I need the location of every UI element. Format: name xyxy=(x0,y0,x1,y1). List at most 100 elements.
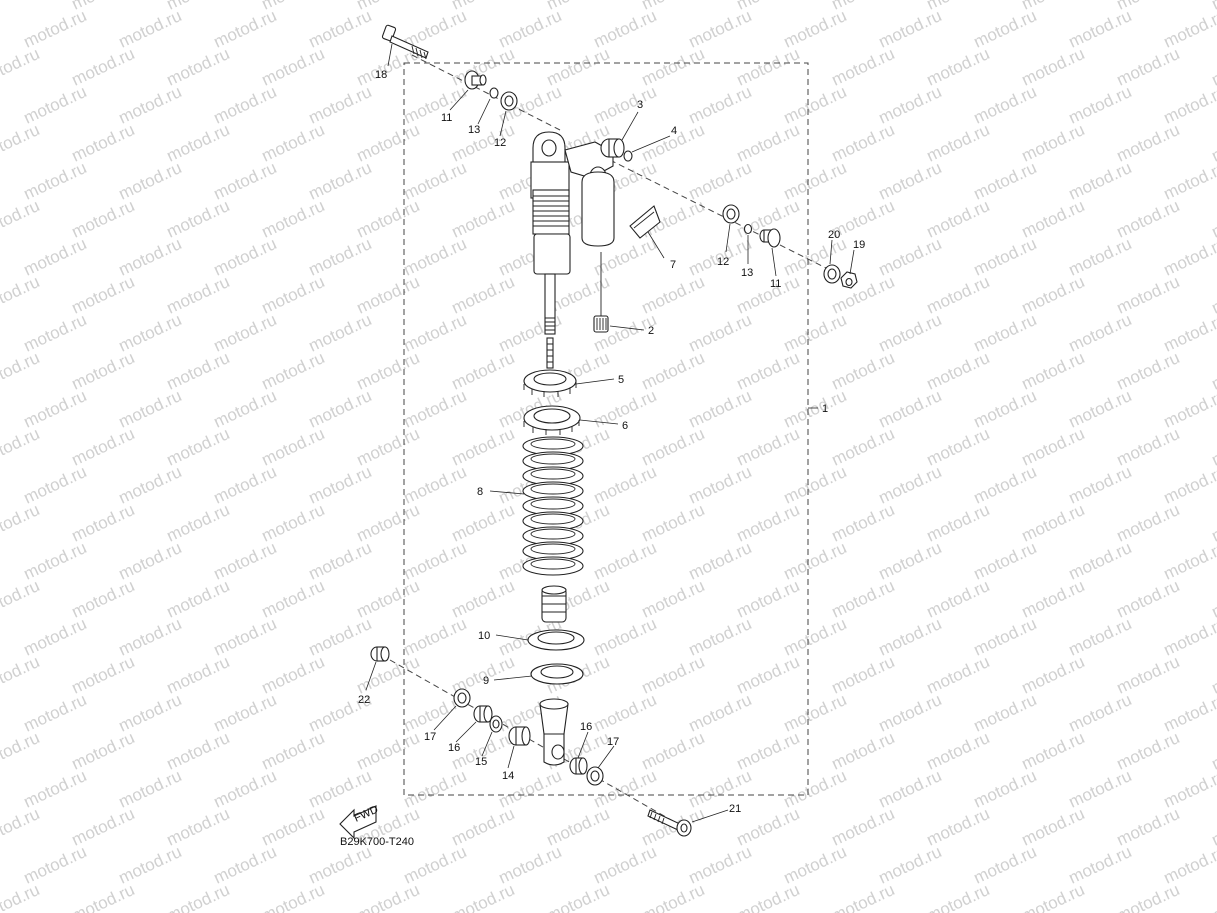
oring-4 xyxy=(623,150,633,162)
oring-13-right xyxy=(743,223,753,235)
callout-8: 8 xyxy=(477,486,483,498)
callout-14: 14 xyxy=(502,770,514,782)
watermark-text: motod.ru xyxy=(1161,614,1217,660)
diagram-code: B29K700-T240 xyxy=(340,836,414,848)
watermark-text: motod.ru xyxy=(1161,842,1217,888)
watermark-text: motod.ru xyxy=(639,880,708,913)
washer-20 xyxy=(823,264,841,284)
spring-coil-inner xyxy=(530,483,576,495)
watermark-text: motod.ru xyxy=(1209,44,1217,90)
callout-7: 7 xyxy=(670,259,676,271)
callout-16-left: 16 xyxy=(448,742,460,754)
watermark-text: motod.ru xyxy=(1209,424,1217,470)
seal-15 xyxy=(489,715,503,733)
watermark-text: motod.ru xyxy=(734,880,803,913)
watermark-text: motod.ru xyxy=(0,880,42,913)
watermark-text: motod.ru xyxy=(1161,386,1217,432)
callout-21: 21 xyxy=(729,803,741,815)
callout-17-left: 17 xyxy=(424,731,436,743)
watermark-text: motod.ru xyxy=(0,424,42,470)
washer-12-upper xyxy=(500,91,518,111)
spring-coil-inner xyxy=(530,513,576,525)
watermark-text: motod.ru xyxy=(1161,6,1217,52)
callout-12-upper: 12 xyxy=(494,137,506,149)
bushing-22 xyxy=(370,646,390,662)
watermark-text: motod.ru xyxy=(829,880,898,913)
watermark-text: motod.ru xyxy=(1209,348,1217,394)
nut-19 xyxy=(840,271,858,289)
collar-16-right xyxy=(569,757,588,775)
watermark-text: motod.ru xyxy=(0,272,42,318)
top-axis-line xyxy=(411,54,561,131)
spring-coil-inner xyxy=(530,558,576,570)
callout-11-right: 11 xyxy=(770,278,781,290)
callout-6: 6 xyxy=(622,420,628,432)
ring-nut-6 xyxy=(523,405,581,435)
watermark-text: motod.ru xyxy=(0,500,42,546)
bolt-21 xyxy=(647,809,692,837)
washer-17-right xyxy=(586,766,604,786)
watermark-text: motod.ru xyxy=(1114,880,1183,913)
watermark-text: motod.ru xyxy=(0,0,42,14)
watermark-text: motod.ru xyxy=(259,880,328,913)
watermark-text: motod.ru xyxy=(0,348,42,394)
callout-1: 1 xyxy=(822,403,828,415)
callout-10: 10 xyxy=(478,630,490,642)
watermark-text: motod.ru xyxy=(0,652,42,698)
spring-8 xyxy=(522,436,584,576)
watermark-text: motod.ru xyxy=(1209,576,1217,622)
watermark-text: motod.ru xyxy=(1161,690,1217,736)
oring-13-upper xyxy=(489,87,499,99)
assembly-boundary xyxy=(403,62,809,796)
callout-20: 20 xyxy=(828,229,840,241)
watermark-text: motod.ru xyxy=(1209,500,1217,546)
collar-16-left xyxy=(473,705,493,723)
watermark-text: motod.ru xyxy=(1209,0,1217,14)
callout-4: 4 xyxy=(671,125,677,137)
callout-5: 5 xyxy=(618,374,624,386)
washer-12-right xyxy=(722,204,740,224)
collar-11-upper xyxy=(464,70,487,90)
watermark-text: motod.ru xyxy=(1161,310,1217,356)
callout-13-upper: 13 xyxy=(468,124,480,136)
bearing-14 xyxy=(508,726,531,746)
washer-17-left xyxy=(453,688,471,708)
lower-clevis xyxy=(539,698,569,766)
spring-coil-inner xyxy=(530,543,576,555)
watermark-text: motod.ru xyxy=(1161,538,1217,584)
spring-coil-inner xyxy=(530,528,576,540)
bump-stop xyxy=(541,585,567,623)
callout-22: 22 xyxy=(358,694,370,706)
spring-coil-inner xyxy=(530,468,576,480)
watermark-text: motod.ru xyxy=(1209,272,1217,318)
bracket-7 xyxy=(629,205,661,239)
watermark-text: motod.ru xyxy=(924,880,993,913)
watermark-text: motod.ru xyxy=(1209,728,1217,774)
watermark-text: motod.ru xyxy=(0,196,42,242)
watermark-text: motod.ru xyxy=(1209,652,1217,698)
watermark-text: motod.ru xyxy=(0,728,42,774)
spring-coil-inner xyxy=(530,438,576,450)
watermark-text: motod.ru xyxy=(449,880,518,913)
watermark-text: motod.ru xyxy=(1161,158,1217,204)
leader-lines xyxy=(365,43,855,823)
watermark-text: motod.ru xyxy=(1161,82,1217,128)
callout-17-right: 17 xyxy=(607,736,619,748)
shock-absorber-body xyxy=(530,131,571,369)
watermark-text: motod.ru xyxy=(69,880,138,913)
watermark-text: motod.ru xyxy=(1019,880,1088,913)
watermark-text: motod.ru xyxy=(0,120,42,166)
bottom-axis-line xyxy=(389,659,681,826)
spring-coil xyxy=(522,556,584,576)
watermark-text: motod.ru xyxy=(1209,196,1217,242)
watermark-text: motod.ru xyxy=(1161,462,1217,508)
bushing-3 xyxy=(600,138,625,158)
watermark-text: motod.ru xyxy=(0,576,42,622)
callout-19: 19 xyxy=(853,239,865,251)
watermark-text: motod.ru xyxy=(1161,234,1217,280)
callout-13-right: 13 xyxy=(741,267,753,279)
spring-seat-10 xyxy=(527,629,585,651)
callout-16-right: 16 xyxy=(580,721,592,733)
